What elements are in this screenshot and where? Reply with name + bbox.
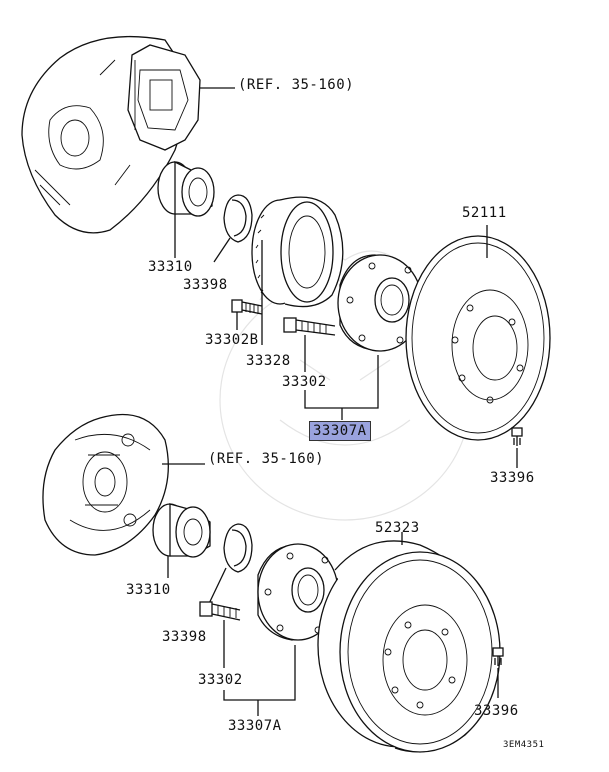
top-brake-disc <box>405 225 551 441</box>
part-label-33398-top: 33398 <box>183 277 228 293</box>
bottom-hub <box>257 543 339 641</box>
top-abs-rotor <box>251 196 344 345</box>
bottom-hub-bolt <box>199 601 241 668</box>
part-label-33310-bottom: 33310 <box>126 582 171 598</box>
bottom-backing-plate <box>42 413 169 556</box>
bottom-brake-drum <box>317 532 501 753</box>
part-label-33396-top: 33396 <box>490 470 535 486</box>
ref-label-top: (REF. 35-160) <box>238 77 355 93</box>
part-label-52323: 52323 <box>375 520 420 536</box>
ref-label-bottom: (REF. 35-160) <box>208 451 325 467</box>
top-hub-bolt <box>283 317 336 372</box>
top-disc-screw <box>511 427 523 468</box>
top-snap-ring <box>213 194 253 263</box>
top-caliper <box>127 44 201 151</box>
part-label-33396-bottom: 33396 <box>474 703 519 719</box>
diagram-code: 3EM4351 <box>503 740 545 750</box>
top-bolt-33302B <box>231 299 263 330</box>
part-label-52111: 52111 <box>462 205 507 221</box>
bottom-wheel-bearing <box>152 503 211 578</box>
part-label-33398-bottom: 33398 <box>162 629 207 645</box>
part-label-33302B: 33302B <box>205 332 259 348</box>
bottom-hub-bracket <box>223 645 296 701</box>
bottom-drum-screw <box>492 647 504 698</box>
part-label-33310-top: 33310 <box>148 259 193 275</box>
part-label-33307A-bottom: 33307A <box>228 718 282 734</box>
top-wheel-bearing <box>157 160 215 258</box>
bottom-snap-ring <box>204 523 253 613</box>
part-label-33302-bottom: 33302 <box>198 672 243 688</box>
top-hub <box>337 254 423 352</box>
part-label-33302-top: 33302 <box>282 374 327 390</box>
part-label-33328: 33328 <box>246 353 291 369</box>
part-label-33307A-top-highlighted[interactable]: 33307A <box>309 421 371 441</box>
